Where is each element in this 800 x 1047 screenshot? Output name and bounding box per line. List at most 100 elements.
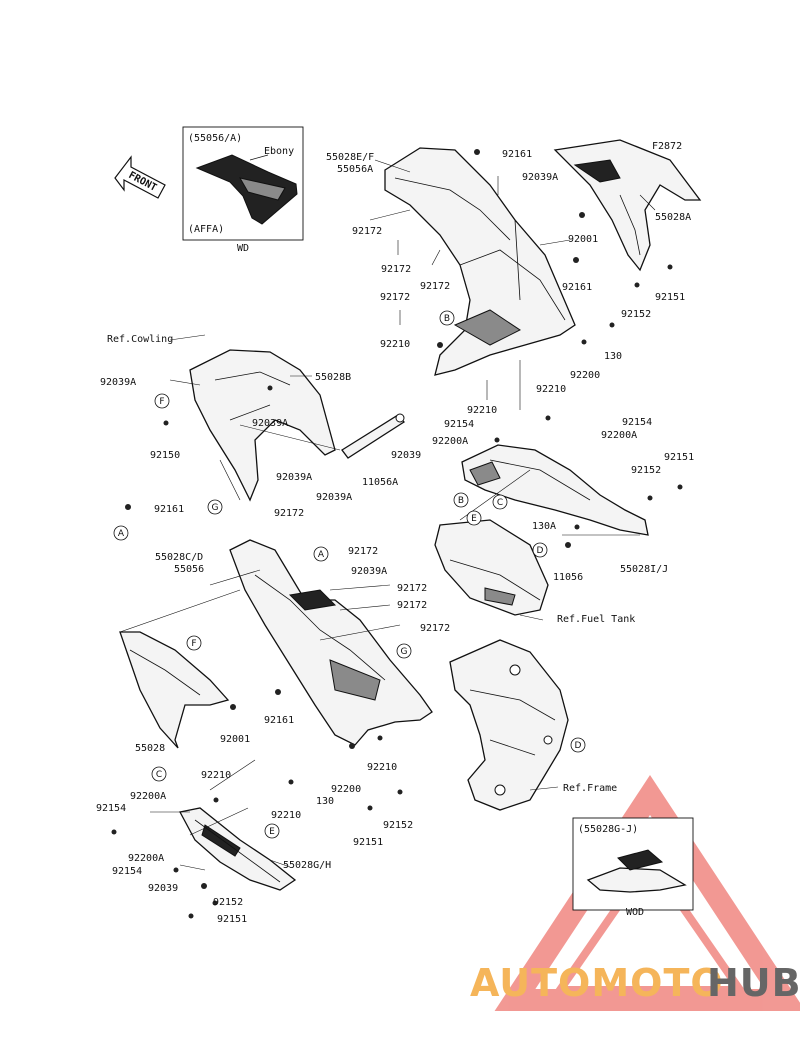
part-92151-mid: 92151 bbox=[664, 452, 694, 463]
callout-b-mid: B bbox=[453, 492, 469, 508]
part-55056a: 55056A bbox=[337, 164, 373, 175]
part-92152-low: 92152 bbox=[213, 897, 243, 908]
callout-g-top: G bbox=[207, 499, 223, 515]
part-92210-low3: 92210 bbox=[271, 810, 301, 821]
callouts: B F G A B C E D A F G D C E bbox=[113, 310, 586, 839]
part-92210-low2: 92210 bbox=[367, 762, 397, 773]
svg-text:F: F bbox=[191, 639, 196, 649]
svg-text:D: D bbox=[537, 546, 544, 556]
part-11056: 11056 bbox=[553, 572, 583, 583]
part-92172-b: 92172 bbox=[381, 264, 411, 275]
part-92210-top: 92210 bbox=[380, 339, 410, 350]
callout-d-low: D bbox=[570, 737, 586, 753]
part-92172-h: 92172 bbox=[397, 600, 427, 611]
part-92172-f: 92172 bbox=[348, 546, 378, 557]
callout-g-low: G bbox=[396, 643, 412, 659]
side-cowl-55028ij bbox=[461, 444, 649, 536]
callout-a-mid: A bbox=[313, 546, 329, 562]
part-130-top: 130 bbox=[604, 351, 622, 362]
middle-cowl-55028b bbox=[189, 349, 336, 502]
part-92151-low: 92151 bbox=[217, 914, 247, 925]
lower-cowl-55028cd bbox=[229, 539, 433, 746]
part-92172-c: 92172 bbox=[420, 281, 450, 292]
part-92161-low: 92161 bbox=[264, 715, 294, 726]
part-130-low: 130 bbox=[316, 796, 334, 807]
part-92200a-low2: 92200A bbox=[128, 853, 164, 864]
inset-bottom-title: (55028G-J) bbox=[578, 824, 638, 835]
inset-top-code: (AFFA) bbox=[188, 224, 224, 235]
svg-text:B: B bbox=[444, 314, 450, 324]
callout-f-low: F bbox=[186, 635, 202, 651]
callout-d-mid: D bbox=[532, 542, 548, 558]
part-92154-low: 92154 bbox=[96, 803, 126, 814]
part-130a: 130A bbox=[532, 521, 556, 532]
leader-lines bbox=[119, 159, 656, 871]
part-92210-low: 92210 bbox=[201, 770, 231, 781]
part-92210-c: 92210 bbox=[467, 405, 497, 416]
part-92152-top: 92152 bbox=[621, 309, 651, 320]
part-55028: 55028 bbox=[135, 743, 165, 754]
part-92001-low: 92001 bbox=[220, 734, 250, 745]
part-92039-mid: 92039 bbox=[391, 450, 421, 461]
part-92154-low2: 92154 bbox=[112, 866, 142, 877]
svg-text:F: F bbox=[159, 397, 164, 407]
inset-bottom: (55028G-J) WOD bbox=[572, 817, 694, 918]
callout-f-top: F bbox=[154, 393, 170, 409]
part-92152-low2: 92152 bbox=[383, 820, 413, 831]
part-92200-top: 92200 bbox=[570, 370, 600, 381]
svg-text:C: C bbox=[156, 770, 162, 780]
svg-text:G: G bbox=[401, 647, 408, 657]
fuel-tank-ref bbox=[434, 519, 549, 616]
callout-e-mid: E bbox=[466, 510, 482, 526]
svg-text:G: G bbox=[212, 503, 219, 513]
part-92172-i: 92172 bbox=[420, 623, 450, 634]
watermark-text: AUTOMOTO HUB bbox=[470, 961, 800, 1005]
callout-e-low: E bbox=[264, 823, 280, 839]
part-92172-e: 92172 bbox=[274, 508, 304, 519]
part-55028b: 55028B bbox=[315, 372, 351, 383]
part-92039-low: 92039 bbox=[148, 883, 178, 894]
part-92172-g: 92172 bbox=[397, 583, 427, 594]
ref-fuel-tank-label: Ref.Fuel Tank bbox=[557, 614, 635, 625]
ref-frame-label: Ref.Frame bbox=[563, 783, 617, 794]
part-f2872: F2872 bbox=[652, 141, 682, 152]
part-92039a-b: 92039A bbox=[252, 418, 288, 429]
inset-top-title: (55056/A) bbox=[188, 133, 242, 144]
part-92200a-low: 92200A bbox=[130, 791, 166, 802]
part-92039a-e: 92039A bbox=[351, 566, 387, 577]
part-92151-low2: 92151 bbox=[353, 837, 383, 848]
part-labels: 55028E/F 55056A 92161 92039A F2872 55028… bbox=[96, 141, 694, 925]
part-92200-low: 92200 bbox=[331, 784, 361, 795]
part-92161-left: 92161 bbox=[154, 504, 184, 515]
svg-text:A: A bbox=[318, 550, 325, 560]
part-55056: 55056 bbox=[174, 564, 204, 575]
svg-text:A: A bbox=[118, 529, 125, 539]
belly-panel-55028 bbox=[119, 631, 230, 749]
lower-panel-55028gh bbox=[179, 807, 297, 891]
upper-cowl-outer-f2872 bbox=[553, 139, 702, 272]
upper-cowl-inner bbox=[384, 147, 576, 376]
part-92154-b: 92154 bbox=[622, 417, 652, 428]
inset-bottom-caption: WOD bbox=[626, 907, 644, 918]
part-55028ef: 55028E/F bbox=[326, 152, 374, 163]
part-55028cd: 55028C/D bbox=[155, 552, 203, 563]
stay-11056a bbox=[341, 413, 405, 459]
part-55028gh: 55028G/H bbox=[283, 860, 331, 871]
svg-text:E: E bbox=[471, 514, 477, 524]
frame-ref bbox=[449, 639, 569, 811]
part-92161-mid: 92161 bbox=[562, 282, 592, 293]
part-92200a-b: 92200A bbox=[601, 430, 637, 441]
watermark-part1: AUTOMOTO bbox=[470, 961, 724, 1005]
callout-a-left: A bbox=[113, 525, 129, 541]
ref-cowling-label: Ref.Cowling bbox=[107, 334, 173, 345]
part-92172-a: 92172 bbox=[352, 226, 382, 237]
part-92210-b: 92210 bbox=[536, 384, 566, 395]
part-92001-top: 92001 bbox=[568, 234, 598, 245]
callout-c-low: C bbox=[151, 766, 167, 782]
part-92150: 92150 bbox=[150, 450, 180, 461]
part-92039a-left: 92039A bbox=[100, 377, 136, 388]
callout-b-top: B bbox=[439, 310, 455, 326]
part-55028ij: 55028I/J bbox=[620, 564, 668, 575]
fasteners bbox=[111, 149, 683, 919]
